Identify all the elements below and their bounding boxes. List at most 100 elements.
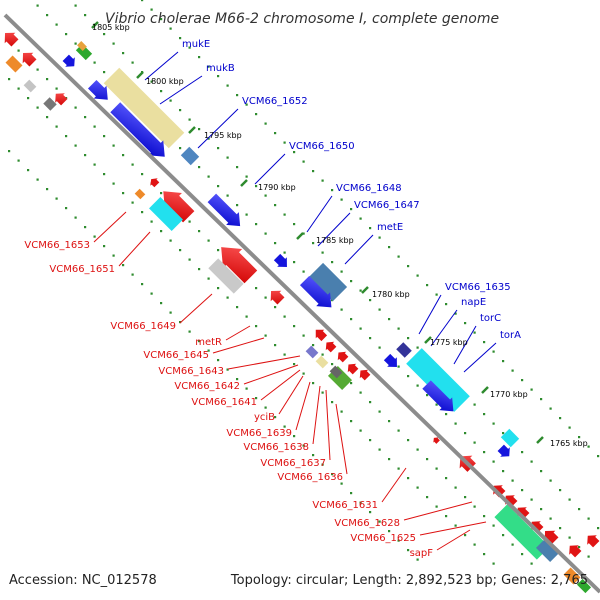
tick-mark	[245, 175, 248, 178]
scale-label: 1800 kbp	[146, 77, 184, 86]
gene-label: VCM66_1638	[243, 442, 309, 453]
gene-label: VCM66_1653	[24, 240, 90, 251]
gene-block	[576, 578, 592, 594]
tick-mark	[245, 315, 248, 318]
tick-mark	[264, 194, 267, 197]
tick-mark	[407, 375, 410, 378]
leader-line	[463, 342, 497, 373]
tick-mark	[483, 451, 486, 454]
gene-labels: mukEmukBVCM66_1652VCM66_1650VCM66_1648VC…	[24, 39, 521, 559]
tick-mark	[407, 549, 410, 552]
tick-mark	[207, 175, 210, 178]
tick-mark	[169, 99, 172, 102]
tick-mark	[397, 429, 400, 432]
tick-mark	[407, 477, 410, 480]
tick-mark	[65, 135, 68, 138]
gene-label: VCM66_1643	[158, 366, 224, 377]
accession-text: Accession: NC_012578	[9, 573, 157, 588]
tick-mark	[464, 496, 467, 499]
gene-label: VCM66_1642	[174, 381, 240, 392]
tick-mark	[464, 534, 467, 537]
tick-mark	[350, 280, 353, 283]
tick-mark	[369, 401, 372, 404]
leader-line	[225, 325, 251, 341]
tick-mark	[274, 344, 277, 347]
scale-label: 1805 kbp	[92, 23, 130, 32]
tick-mark	[426, 458, 429, 461]
leader-line	[317, 212, 351, 247]
gene-arrow	[150, 178, 160, 188]
tick-mark	[416, 384, 419, 387]
tick-mark	[198, 56, 201, 59]
tick-mark	[122, 154, 125, 157]
tick-mark	[93, 61, 96, 64]
gene-arrow	[270, 290, 285, 305]
gene-label: mukB	[206, 63, 235, 74]
tick-mark	[312, 382, 315, 385]
tick-mark	[397, 539, 400, 542]
scale-label: 1785 kbp	[316, 236, 354, 245]
gene-label: VCM66_1649	[110, 321, 176, 332]
gene-arrow	[383, 353, 397, 367]
tick-mark	[388, 246, 391, 249]
tick-mark	[141, 283, 144, 286]
gene-label: VCM66_1647	[354, 200, 420, 211]
tick-mark	[407, 337, 410, 340]
tick-mark	[65, 33, 68, 36]
tick-mark	[226, 156, 229, 159]
tick-mark	[93, 235, 96, 238]
tick-mark	[283, 425, 286, 428]
leader-line	[453, 325, 477, 365]
tick-mark	[17, 87, 20, 90]
tick-mark	[131, 163, 134, 166]
gene-arrow	[55, 93, 68, 106]
scale-label: 1780 kbp	[372, 290, 410, 299]
tick-mark	[321, 353, 324, 356]
tick-mark	[473, 441, 476, 444]
tick-mark	[321, 463, 324, 466]
tick-mark	[160, 230, 163, 233]
tick-mark	[74, 42, 77, 45]
tick-mark	[388, 458, 391, 461]
tick-mark	[169, 311, 172, 314]
tick-mark	[312, 170, 315, 173]
tick-mark	[274, 306, 277, 309]
leader-line	[430, 309, 458, 347]
tick-mark	[179, 37, 182, 40]
gene-arrow	[422, 380, 454, 412]
tick-mark	[502, 432, 505, 435]
tick-mark	[84, 14, 87, 17]
leader-line	[419, 521, 487, 536]
tick-mark	[454, 486, 457, 489]
gene-block	[23, 79, 37, 93]
tick-mark	[103, 71, 106, 74]
gene-block	[329, 365, 343, 379]
tick-mark	[350, 318, 353, 321]
tick-mark	[274, 242, 277, 245]
gene-label: VCM66_1631	[312, 500, 378, 511]
tick-mark	[207, 137, 210, 140]
tick-mark	[188, 220, 191, 223]
tick-mark	[359, 327, 362, 330]
gene-label: VCM66_1641	[191, 397, 257, 408]
tick-mark	[264, 122, 267, 125]
tick-mark	[350, 382, 353, 385]
tick-mark	[312, 242, 315, 245]
tick-mark	[521, 553, 524, 556]
tick-mark	[131, 61, 134, 64]
tick-mark	[226, 368, 229, 371]
tick-mark	[378, 346, 381, 349]
tick-mark	[236, 204, 239, 207]
leader-line	[227, 355, 301, 370]
tick-mark	[540, 398, 543, 401]
tick-mark	[473, 331, 476, 334]
tick-mark	[103, 245, 106, 248]
tick-mark	[122, 264, 125, 267]
tick-mark	[473, 543, 476, 546]
tick-mark	[255, 223, 258, 226]
tick-mark	[103, 135, 106, 138]
tick-mark	[369, 439, 372, 442]
tick-mark	[350, 208, 353, 211]
